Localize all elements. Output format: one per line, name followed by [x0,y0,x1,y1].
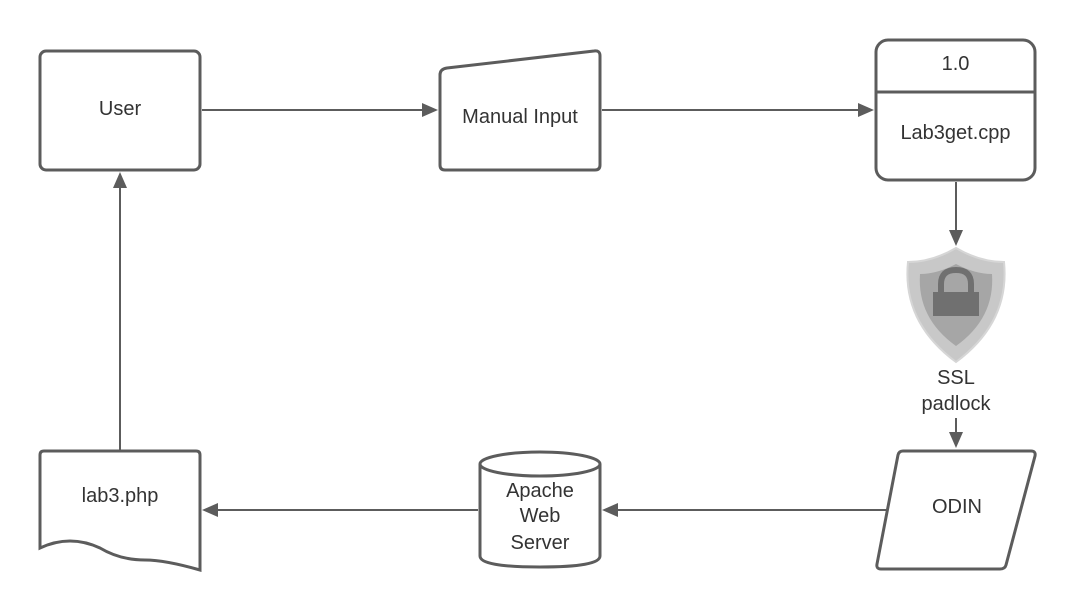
node-process[interactable]: 1.0 Lab3get.cpp [874,38,1037,182]
padlock-shackle [938,266,974,292]
apache-cylinder-top [478,450,602,478]
ssl-label-line1: SSL [937,367,975,389]
odin-label: ODIN [932,496,982,518]
connector-process-to-ssl [949,182,963,246]
manual-input-shape [438,49,602,172]
apache-label-line2: Web [520,505,561,527]
node-user[interactable]: User [38,49,202,172]
node-ssl-padlock[interactable]: SSL padlock [906,246,1006,415]
connector-odin-to-apache [602,503,890,517]
user-label: User [99,98,142,120]
apache-label-line3: Server [511,532,570,554]
connector-user-to-manual-input [202,103,438,117]
apache-label-line1: Apache [506,480,574,502]
connector-apache-to-lab3php [202,503,478,517]
node-odin[interactable]: ODIN [875,449,1037,571]
manual-input-label: Manual Input [462,106,578,128]
node-apache-web-server[interactable]: Apache Web Server [478,450,602,569]
connector-ssl-to-odin [949,418,963,448]
node-lab3-php[interactable]: lab3.php [38,449,202,572]
odin-shape [875,449,1037,571]
apache-cylinder-body [478,464,602,569]
lab3-php-document-shape [38,449,202,572]
shield-padlock-icon [906,246,1006,364]
connector-lab3php-to-user [113,172,127,450]
process-id-label: 1.0 [942,53,970,75]
process-label: Lab3get.cpp [900,122,1010,144]
ssl-label-line2: padlock [922,393,992,415]
user-box [38,49,202,172]
connector-manual-input-to-process [602,103,874,117]
process-box [874,38,1037,182]
padlock-body [933,292,979,316]
lab3-php-label: lab3.php [82,485,159,507]
node-manual-input[interactable]: Manual Input [438,49,602,172]
